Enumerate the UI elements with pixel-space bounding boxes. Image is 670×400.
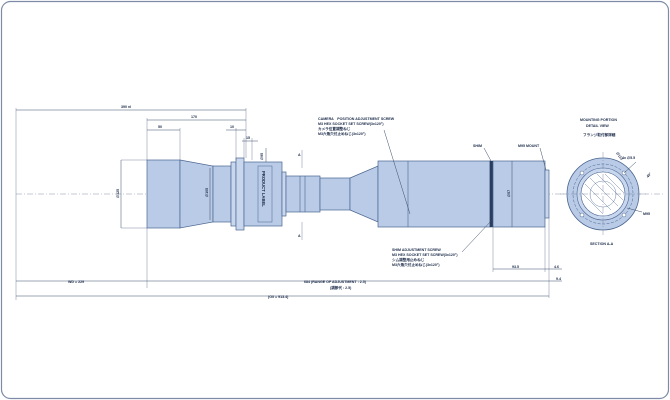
- dim-phi105: ∅105: [205, 188, 209, 197]
- shim-callout: SHIM: [473, 144, 492, 162]
- top-dims: 390 ±l 170 50 10 15: [15, 105, 258, 300]
- mounting-title-3: フランジ取付部詳細: [583, 132, 616, 137]
- bottom-dims: WD = 229 684 (RANGE OF ADJUSTMENT : 2.5)…: [16, 218, 562, 299]
- dim-range: 684 (RANGE OF ADJUSTMENT : 2.5): [304, 280, 367, 284]
- mount-label: M95 MOUNT: [518, 144, 540, 148]
- angle-label: 45°: [646, 171, 653, 178]
- bolt-hole: [579, 212, 585, 218]
- section-marks: A A: [298, 150, 303, 240]
- pcd-label: ∅110: [615, 151, 623, 161]
- section-caption: SECTION A-A: [590, 242, 614, 246]
- section-view: MOUNTING PORTION DETAIL VIEW フランジ取付部詳細 ∅…: [560, 118, 653, 246]
- dim-range-jp: (調節代 : 2.5): [330, 285, 352, 290]
- dim-170: 170: [191, 115, 197, 119]
- camera-screw-line-2: M3 HEX SOCKET SET SCREW(3x120°): [318, 122, 384, 126]
- dim-9-4: 9.4: [556, 277, 561, 281]
- section-mark-top: A: [298, 153, 301, 157]
- camera-screw-line-4: M3六角穴付止めねじ(3x120°): [318, 131, 366, 136]
- dim-oi: (O/I = 913.4): [268, 295, 289, 299]
- camera-screw-callout: CAMERA POSITION ADJUSTMENT SCREW M3 HEX …: [318, 117, 411, 215]
- flange-2: [235, 157, 245, 231]
- dim-15: 15: [246, 136, 250, 140]
- dim-50: 50: [158, 125, 162, 129]
- camera-section: [285, 175, 321, 213]
- camera-screw-line-1: CAMERA POSITION ADJUSTMENT SCREW: [318, 117, 395, 121]
- dim-phi95: ∅95: [260, 153, 264, 160]
- mount-callout: M95 MOUNT: [518, 144, 547, 171]
- hatch: [581, 173, 625, 215]
- shim-screw-line-2: M3 HEX SOCKET SET SCREW(3x120°): [392, 253, 458, 257]
- shim-label: SHIM: [473, 144, 482, 148]
- mount-section: [492, 160, 546, 228]
- bolt-hole: [579, 170, 585, 176]
- shim-screw-line-1: SHIM ADJUSTMENT SCREW: [392, 248, 441, 252]
- product-label-text: PRODUCT LABEL: [261, 171, 266, 207]
- rear-tube: [377, 160, 491, 228]
- lens-body: [146, 157, 550, 231]
- holes-label: 4x ∅5.5: [622, 156, 635, 160]
- m95-label: M95: [643, 212, 650, 216]
- dim-wd: WD = 229: [68, 280, 84, 284]
- dim-93-5: 93.5: [512, 265, 519, 269]
- mounting-title-2: DETAIL VIEW: [586, 124, 609, 128]
- waist: [319, 177, 351, 211]
- front-barrel: [146, 159, 181, 229]
- mounting-title-1: MOUNTING PORTION: [580, 118, 617, 122]
- section-mark-bottom: A: [298, 234, 301, 238]
- dim-4-6: 4.6: [554, 265, 559, 269]
- bolt-hole: [621, 212, 627, 218]
- mid-barrel: [212, 165, 232, 223]
- shim-screw-line-4: M3六角穴付止めねじ(3x120°): [392, 262, 440, 267]
- shim-screw-callout: SHIM ADJUSTMENT SCREW M3 HEX SOCKET SET …: [392, 219, 493, 267]
- dim-phi125: ∅125: [116, 189, 120, 198]
- shim-screw-line-3: シム調整用止めねじ: [392, 257, 425, 262]
- product-label: PRODUCT LABEL: [257, 165, 273, 223]
- camera-screw-line-3: カメラ位置調整ねじ: [318, 126, 351, 131]
- dim-390: 390 ±l: [121, 105, 131, 109]
- flange: [230, 161, 237, 227]
- dim-10: 10: [230, 125, 234, 129]
- camera-collar: [281, 171, 287, 217]
- diameter-dims: ∅125 ∅105 ∅95 ∅57: [116, 148, 513, 229]
- dim-phi57: ∅57: [507, 190, 511, 197]
- mount-thread: [544, 169, 550, 219]
- shim: [489, 160, 494, 228]
